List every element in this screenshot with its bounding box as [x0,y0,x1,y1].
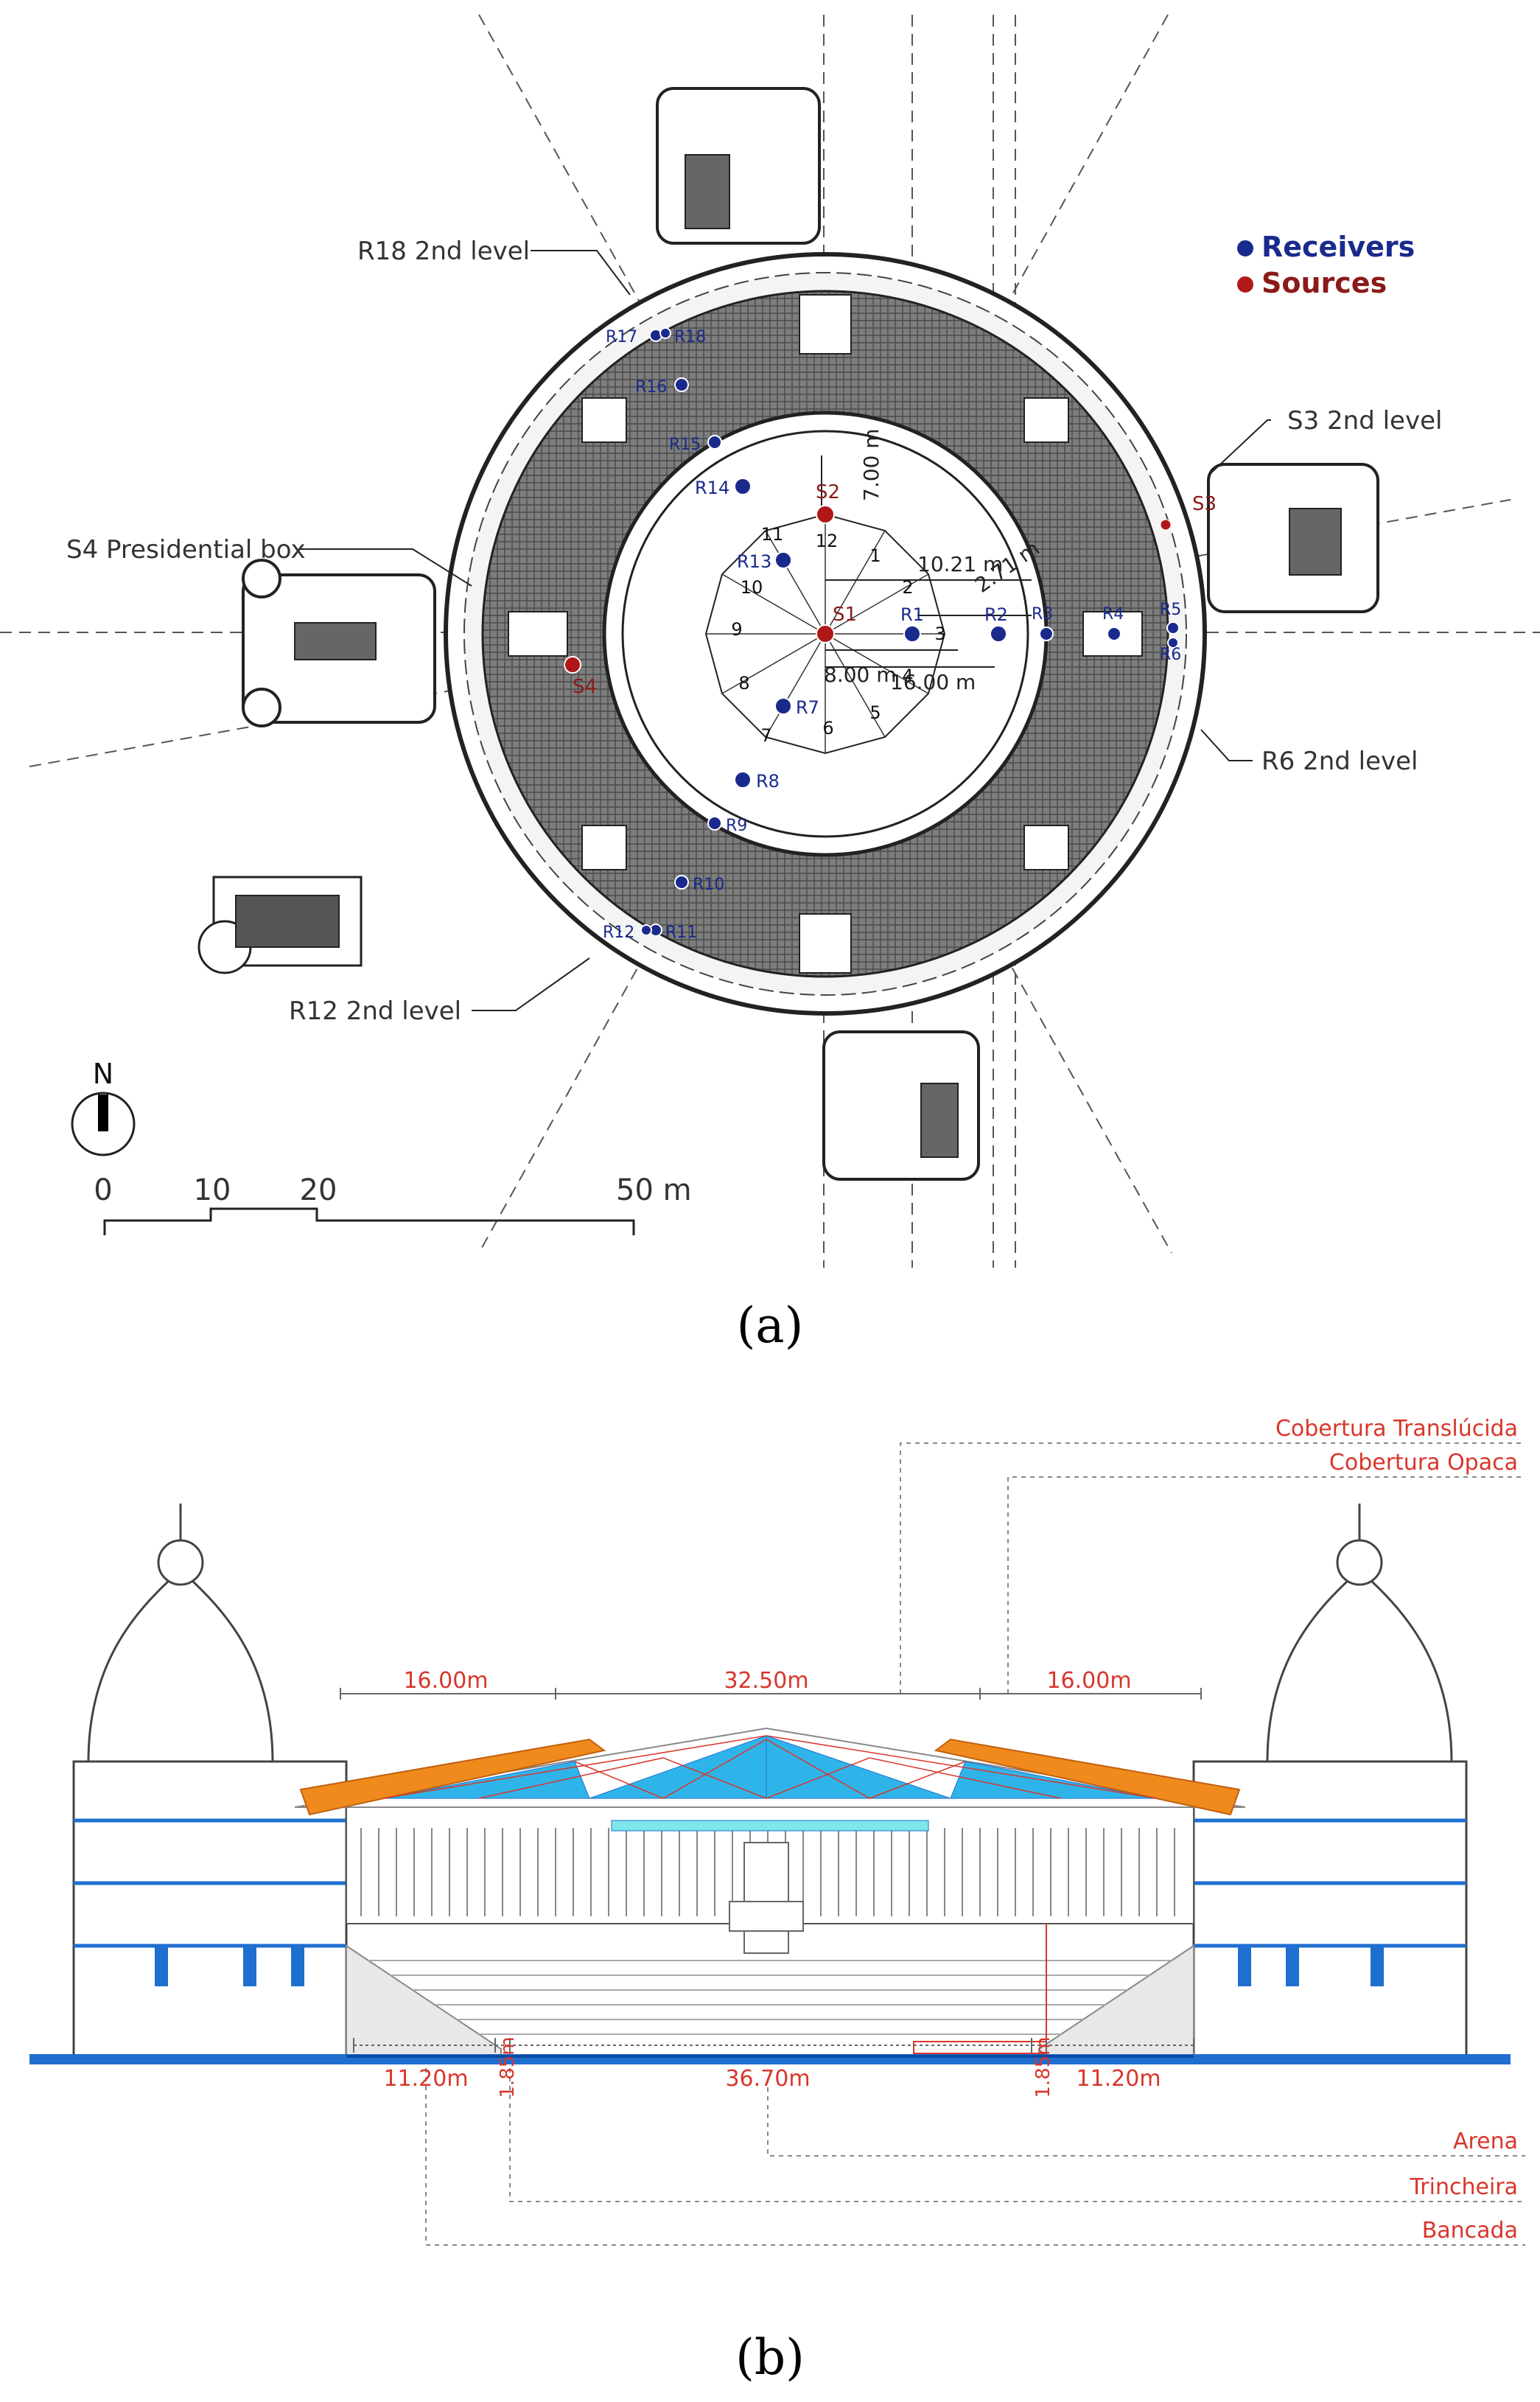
north-arrow-needle [98,1094,108,1131]
receivers-layer: R1 R2 R3 R4 R5 R6 R7 R8 R9 R10 R11 R12 R… [603,327,1181,942]
receiver-r1: R1 [900,604,924,643]
sector-7: 7 [760,725,771,746]
receiver-r7-label: R7 [796,697,819,718]
dim-8-00: 8.00 m [824,663,897,687]
receiver-r10-label: R10 [693,876,724,894]
label-arena: Arena [1453,2129,1518,2154]
receiver-r14-label: R14 [695,478,729,498]
source-s4-label: S4 [573,676,597,698]
receiver-r3: R3 [1032,605,1054,641]
source-s2: S2 [816,481,840,524]
receiver-r15-label: R15 [669,436,701,454]
receiver-r17-label: R17 [606,328,637,346]
dim-bottom-trench-right: 1.85m [1032,2036,1054,2098]
sector-4: 4 [902,666,913,686]
receiver-r1-label: R1 [900,604,924,625]
receiver-r18-label: R18 [674,328,706,346]
dim-bottom-right: 11.20m [1076,2066,1161,2092]
receiver-r2-label: R2 [984,604,1008,625]
dim-bottom-left: 11.20m [383,2066,468,2092]
sector-6: 6 [822,718,833,739]
north-label: N [93,1058,113,1090]
dim-bottom-mid: 36.70m [725,2066,810,2092]
sources-layer: S1 S2 S3 S4 [564,481,1217,698]
source-s2-label: S2 [816,481,840,503]
caption-b: (b) [735,2329,805,2386]
legend-sources: Sources [1261,267,1387,299]
callout-r12: R12 2nd level [289,996,461,1026]
receiver-r13: R13 [737,551,792,572]
callout-s4: S4 Presidential box [66,535,306,565]
scale-20: 20 [300,1173,337,1207]
receiver-r15: R15 [669,435,722,454]
sector-11: 11 [761,524,784,545]
plan-drawing [0,14,1540,1268]
dim-top-right: 16.00m [1046,1668,1131,1694]
sector-12: 12 [816,531,839,551]
receiver-r11-label: R11 [665,924,697,942]
label-trincheira: Trincheira [1409,2174,1518,2200]
section-drawing [29,1442,1525,2246]
legend-receiver-marker [1236,239,1255,258]
source-s1-label: S1 [833,604,857,626]
annex-stairs [235,895,340,948]
north-arrow: N [71,1058,136,1156]
label-cobertura-translucida: Cobertura Translúcida [1275,1416,1518,1442]
dim-bottom-trench-left: 1.85m [497,2036,519,2098]
scale-10: 10 [194,1173,231,1207]
dim-7-00: 7.00 m [859,428,883,501]
sector-10: 10 [741,577,763,598]
sector-5: 5 [869,702,881,723]
callout-s3: S3 2nd level [1287,406,1442,436]
dim-top-mid: 32.50m [724,1668,808,1694]
callout-r6: R6 2nd level [1261,747,1418,776]
source-s1: S1 [816,604,857,643]
label-cobertura-opaca: Cobertura Opaca [1329,1450,1518,1476]
receiver-r18: R18 [659,327,706,346]
receiver-r16-label: R16 [635,378,667,397]
sector-1: 1 [869,545,881,566]
source-s4: S4 [564,656,597,698]
receiver-r16: R16 [635,377,689,397]
sector-8: 8 [738,673,749,694]
receiver-r6-label: R6 [1160,646,1181,664]
sector-9: 9 [731,619,742,640]
receiver-r5-label: R5 [1160,601,1181,619]
receiver-r8-label: R8 [756,771,780,792]
receiver-r5: R5 [1160,601,1181,635]
legend-receivers: Receivers [1261,231,1415,263]
callout-r18: R18 2nd level [357,237,530,266]
receiver-r8: R8 [734,771,780,792]
scale-0: 0 [94,1173,112,1207]
scale-bar: 0 10 20 50 m [94,1173,692,1235]
receiver-r10: R10 [674,875,724,894]
source-s3: S3 [1160,493,1217,531]
receiver-r14: R14 [695,478,752,498]
receiver-r6: R6 [1160,637,1181,664]
sector-2: 2 [902,577,913,598]
legend: Receivers Sources [1236,231,1415,299]
label-bancada: Bancada [1422,2218,1518,2244]
receiver-r4-label: R4 [1102,605,1124,624]
receiver-r12: R12 [603,924,652,942]
legend-source-marker [1236,275,1255,294]
receiver-r12-label: R12 [603,924,634,942]
receiver-r11: R11 [649,924,697,942]
caption-a: (a) [736,1297,804,1354]
sector-3: 3 [934,624,945,644]
receiver-r9-label: R9 [726,817,747,835]
scale-bar-line [103,1207,635,1235]
receiver-r7: R7 [774,697,819,718]
receiver-r13-label: R13 [737,551,771,572]
dim-16-00: 16.00 m [890,670,976,694]
source-s3-label: S3 [1192,493,1217,515]
receiver-r9: R9 [707,816,747,835]
scale-50: 50 m [616,1173,692,1207]
receiver-r2: R2 [984,604,1008,643]
dim-10-21: 10.21 m [917,552,1003,576]
receiver-r3-label: R3 [1032,605,1053,624]
dim-top-left: 16.00m [403,1668,488,1694]
receiver-r4: R4 [1102,605,1124,641]
